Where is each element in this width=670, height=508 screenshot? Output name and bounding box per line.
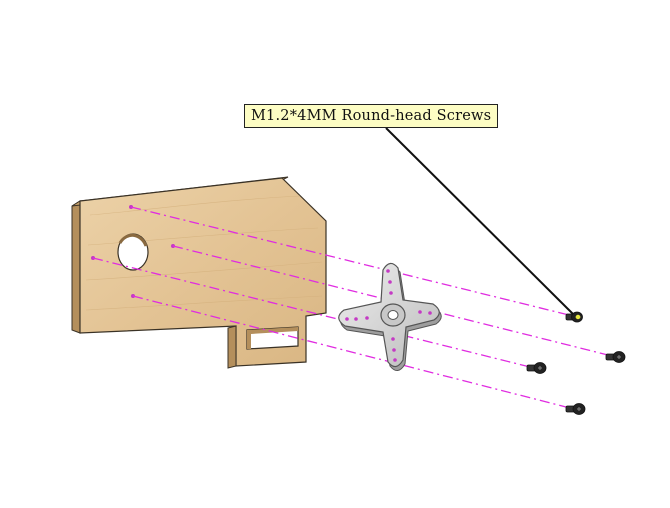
callout-leader-line [385,127,574,315]
servo-cross-horn [338,262,442,371]
plate-round-hole-depth [118,233,148,247]
horn-hub-hole [387,310,399,320]
round-head-screw-icon [565,403,586,415]
screw-group [526,311,626,415]
wooden-mounting-plate [71,176,327,369]
round-head-screw-icon [605,351,626,363]
guide-line-1 [130,206,574,317]
plate-tab-edge [227,325,237,369]
guide-line-3 [92,257,531,368]
round-head-screw-icon [526,362,547,374]
wood-grain [85,195,323,311]
guide-line-4 [132,295,571,409]
round-head-screw-icon [565,311,583,323]
plate-tab-slot-depth [247,327,298,349]
screw-callout-label: M1.2*4MM Round-head Screws [244,104,499,128]
plate-edge-left [71,200,81,334]
horn-holes [345,269,432,362]
